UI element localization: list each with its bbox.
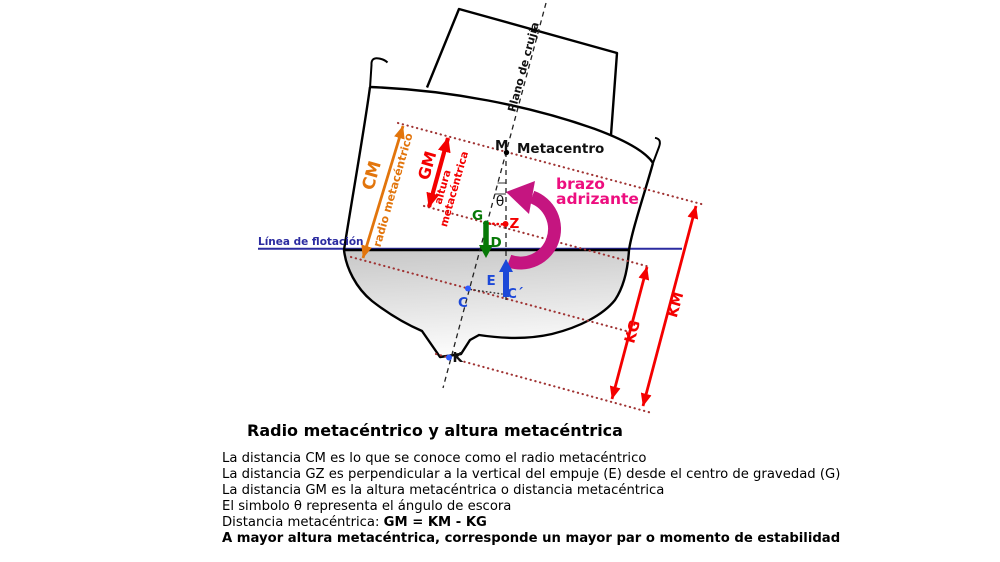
point-c [465, 285, 471, 292]
caption-line-5-prefix: Distancia metacéntrica: [222, 515, 384, 530]
heel-angle-theta-label: θ [496, 194, 505, 210]
waterline-label: Línea de flotación [258, 236, 364, 248]
caption-line-5: Distancia metacéntrica: GM = KM - KG [222, 515, 840, 531]
km-arrow [640, 205, 699, 407]
hull-left-side [342, 86, 372, 251]
caption-line-2: La distancia GZ es perpendicular a la ve… [222, 467, 841, 482]
m-point-label: M [495, 138, 508, 154]
right-bulwark-hook [652, 136, 661, 164]
deck-line [369, 85, 654, 164]
caption-line-1: La distancia CM es lo que se conoce como… [222, 451, 647, 466]
construction-lines [349, 121, 707, 415]
k-reference-line [434, 352, 654, 415]
c-reference-line [349, 255, 632, 334]
centerline-label: Plano de crujía [505, 21, 541, 114]
brazo-adrizante-label-line2: adrizante [556, 190, 639, 208]
left-bulwark-hook [369, 57, 389, 89]
point-z [502, 221, 509, 227]
figure-description: La distancia CM es lo que se conoce como… [222, 451, 840, 547]
cprime-point-label: C´ [507, 286, 524, 302]
hull-right-side [627, 162, 655, 251]
underwater-hull [342, 248, 631, 359]
k-point-label: K [453, 350, 464, 366]
caption-line-5-formula: GM = KM - KG [383, 515, 487, 530]
metacentro-label: Metacentro [517, 141, 604, 157]
g-point-label: G [472, 208, 483, 224]
point-g [483, 220, 489, 227]
gm-arrow [426, 137, 451, 208]
caption-line-4: El simbolo θ representa el ángulo de esc… [222, 499, 512, 514]
heel-angle-box [494, 182, 506, 195]
cm-label: CM [359, 159, 386, 193]
m-reference-line [396, 121, 707, 207]
kg-label: KG [622, 319, 644, 346]
cm-arrow [361, 125, 405, 259]
centerline-dashed [442, 2, 547, 389]
z-point-label: Z [510, 216, 520, 232]
caption-line-6: A mayor altura metacéntrica, corresponde… [222, 531, 841, 546]
g-reference-line [422, 204, 652, 269]
c-point-label: C [458, 295, 468, 311]
d-weight-label: D [491, 235, 502, 251]
point-m [503, 149, 510, 156]
righting-arm-arc [506, 190, 561, 270]
c-cprime-dotted-segment [470, 288, 503, 295]
figure-title: Radio metacéntrico y altura metacéntrica [247, 421, 623, 440]
righting-arm-arrowhead [506, 181, 535, 214]
point-k [446, 354, 452, 361]
km-label: KM [665, 290, 687, 319]
brazo-adrizante-label-line1: brazo [556, 175, 605, 193]
e-buoyancy-label: E [487, 273, 496, 289]
caption-line-3: La distancia GM es la altura metacéntric… [222, 483, 665, 498]
